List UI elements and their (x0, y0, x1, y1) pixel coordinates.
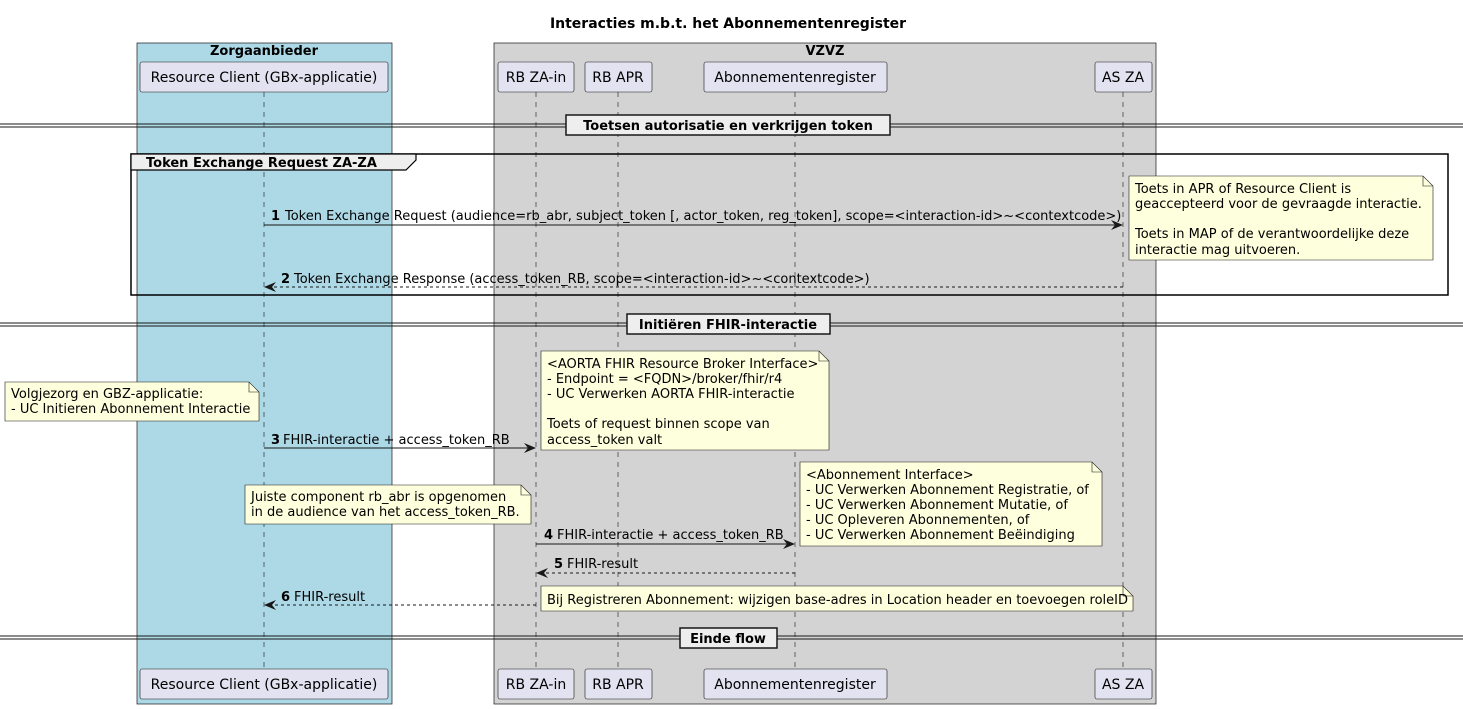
message-6-number: 6 (281, 590, 290, 605)
message-5: 5 FHIR-result (536, 557, 795, 578)
participant-abonnementenregister-bottom-label: Abonnementenregister (714, 677, 876, 693)
note-as-za-line-4: Toets in MAP of de verantwoordelijke dez… (1134, 227, 1409, 242)
participant-rb-apr-bottom (584, 668, 653, 700)
message-4-text: FHIR-interactie + access_token_RB (557, 528, 784, 543)
group-token-exchange: Token Exchange Request ZA-ZA (130, 153, 1449, 296)
message-3-text: FHIR-interactie + access_token_RB (283, 433, 510, 448)
participant-rb-za-in-bottom-label: RB ZA-in (506, 677, 566, 693)
note-juiste-line-1: Juiste component rb_abr is opgenomen (250, 490, 506, 505)
note-abonnement: <Abonnement Interface> - UC Verwerken Ab… (799, 461, 1103, 547)
participant-rb-apr-label: RB APR (592, 70, 644, 86)
note-aorta-line-5: Toets of request binnen scope van (546, 417, 770, 432)
participant-as-za-label: AS ZA (1102, 70, 1145, 86)
note-juiste-component: Juiste component rb_abr is opgenomen in … (244, 484, 532, 525)
message-6: 6 FHIR-result (264, 590, 536, 610)
participant-as-za-bottom (1094, 668, 1153, 700)
participants-top: Resource Client (GBx-applicatie) RB ZA-i… (139, 61, 1153, 93)
note-abonnement-line-1: <Abonnement Interface> (806, 468, 974, 483)
note-aorta-line-6: access_token valt (547, 433, 662, 448)
note-bij-line-1: Bij Registreren Abonnement: wijzigen bas… (547, 593, 1128, 608)
participant-rb-za-in (497, 61, 575, 93)
message-3-number: 3 (271, 433, 280, 448)
note-volgjezorg-line-2: - UC Initieren Abonnement Interactie (11, 402, 250, 417)
note-abonnement-line-4: - UC Opleveren Abonnementen, of (806, 513, 1030, 528)
separator-1-label: Toetsen autorisatie en verkrijgen token (583, 119, 873, 134)
separator-2-label: Initiëren FHIR-interactie (639, 318, 817, 333)
message-4-number: 4 (544, 528, 553, 543)
participant-resource-client-bottom-label: Resource Client (GBx-applicatie) (151, 677, 378, 693)
message-5-number: 5 (554, 557, 563, 572)
participant-resource-client (139, 61, 389, 93)
participant-rb-za-in-bottom (497, 668, 575, 700)
note-as-za: Toets in APR of Resource Client is geacc… (1128, 175, 1434, 261)
participant-as-za-bottom-label: AS ZA (1102, 677, 1145, 693)
message-3: 3 FHIR-interactie + access_token_RB (264, 433, 536, 453)
note-juiste-line-2: in de audience van het access_token_RB. (251, 505, 520, 520)
message-2: 2 Token Exchange Response (access_token_… (264, 272, 1123, 292)
note-aorta-line-3: - UC Verwerken AORTA FHIR-interactie (547, 387, 795, 402)
note-aorta-line-2: - Endpoint = <FQDN>/broker/fhir/r4 (547, 372, 782, 387)
box-zorgaanbieder (136, 42, 393, 705)
note-as-za-line-1: Toets in APR of Resource Client is (1134, 182, 1351, 197)
note-abonnement-line-5: - UC Verwerken Abonnement Beëindiging (806, 528, 1075, 543)
note-as-za-line-5: interactie mag uitvoeren. (1135, 243, 1300, 258)
participants-bottom: Resource Client (GBx-applicatie) RB ZA-i… (139, 668, 1153, 700)
note-bij-registreren: Bij Registreren Abonnement: wijzigen bas… (540, 585, 1134, 612)
message-1-number: 1 (271, 209, 280, 224)
participant-abonnementenregister-bottom (703, 668, 888, 700)
message-2-number: 2 (281, 272, 290, 287)
separator-einde-flow: Einde flow (0, 627, 1463, 649)
note-volgjezorg-line-1: Volgjezorg en GBZ-applicatie: (11, 387, 203, 402)
separator-toetsen-autorisatie: Toetsen autorisatie en verkrijgen token (0, 114, 1463, 136)
message-5-text: FHIR-result (567, 557, 638, 572)
note-abonnement-line-2: - UC Verwerken Abonnement Registratie, o… (806, 483, 1089, 498)
participant-rb-apr (584, 61, 653, 93)
diagram-title: Interacties m.b.t. het Abonnementenregis… (550, 16, 906, 32)
note-aorta: <AORTA FHIR Resource Broker Interface> -… (540, 350, 830, 451)
participant-resource-client-label: Resource Client (GBx-applicatie) (151, 70, 378, 86)
participant-rb-za-in-label: RB ZA-in (506, 70, 566, 86)
box-zorgaanbieder-title: Zorgaanbieder (210, 44, 319, 59)
note-volgjezorg: Volgjezorg en GBZ-applicatie: - UC Initi… (4, 381, 260, 422)
group-label: Token Exchange Request ZA-ZA (146, 156, 377, 171)
message-6-text: FHIR-result (294, 590, 365, 605)
message-2-text: Token Exchange Response (access_token_RB… (293, 272, 870, 287)
participant-resource-client-bottom (139, 668, 389, 700)
message-4: 4 FHIR-interactie + access_token_RB (536, 528, 795, 549)
participant-abonnementenregister (703, 61, 888, 93)
separator-initieren-fhir: Initiëren FHIR-interactie (0, 313, 1463, 335)
note-aorta-line-1: <AORTA FHIR Resource Broker Interface> (547, 357, 818, 372)
participant-as-za (1094, 61, 1153, 93)
participant-abonnementenregister-label: Abonnementenregister (714, 70, 876, 86)
separator-3-label: Einde flow (690, 632, 766, 647)
message-1-text: Token Exchange Request (audience=rb_abr,… (284, 209, 1121, 224)
note-abonnement-line-3: - UC Verwerken Abonnement Mutatie, of (806, 498, 1068, 513)
message-1: 1 Token Exchange Request (audience=rb_ab… (264, 209, 1123, 230)
box-vzvz-title: VZVZ (806, 44, 845, 59)
participant-rb-apr-bottom-label: RB APR (592, 677, 644, 693)
note-as-za-line-2: geaccepteerd voor de gevraagde interacti… (1135, 197, 1422, 212)
